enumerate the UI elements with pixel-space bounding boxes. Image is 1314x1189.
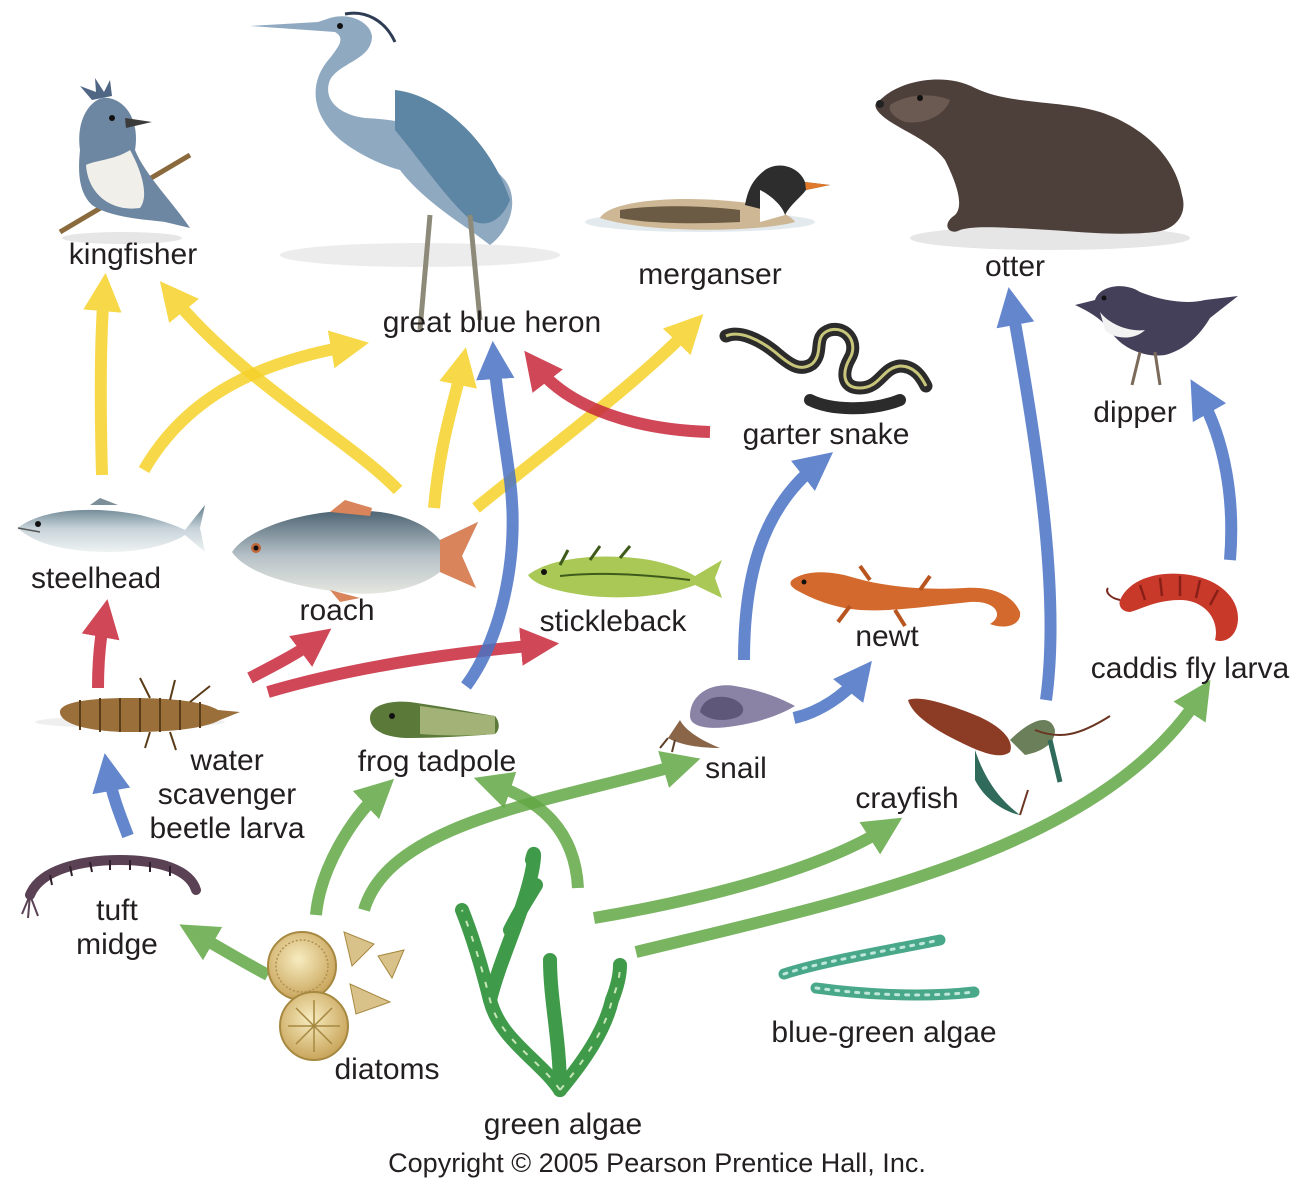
label-water-scavenger-beetle-larva: water scavenger beetle larva (149, 744, 304, 846)
roach-icon (232, 500, 478, 602)
label-kingfisher: kingfisher (68, 238, 198, 271)
label-steelhead: steelhead (30, 562, 162, 595)
stickleback-icon (528, 545, 722, 598)
arrow-midge-to-beetle (92, 753, 134, 839)
arrows (81, 272, 1238, 981)
green-algae-icon (455, 846, 627, 1097)
label-line-midge: midge (76, 928, 158, 961)
crayfish-icon (908, 698, 1111, 816)
arrow-roach-to-kingfisher (159, 281, 403, 495)
arrow-tadpole-to-heron (461, 340, 519, 690)
heron-icon (250, 11, 560, 331)
label-frog-tadpole: frog tadpole (357, 745, 517, 778)
label-dipper: dipper (1093, 396, 1177, 429)
label-tuft-midge: tuft midge (76, 894, 158, 962)
arrow-diatoms-to-snail (358, 751, 701, 912)
diatoms-icon (267, 931, 405, 1061)
arrow-caddis-to-dipper (1190, 379, 1238, 561)
label-stickleback: stickleback (539, 605, 687, 638)
label-green-algae: green algae (483, 1108, 643, 1141)
snail-icon (659, 685, 795, 753)
label-caddis-fly-larva: caddis fly larva (1090, 652, 1290, 685)
label-otter: otter (984, 250, 1046, 283)
beetle-larva-icon (35, 677, 240, 751)
tadpole-icon (370, 701, 499, 738)
merganser-icon (585, 165, 830, 232)
label-diatoms: diatoms (334, 1053, 440, 1086)
label-line-scavenger: scavenger (157, 778, 297, 811)
arrow-steelhead-to-heron (138, 330, 369, 473)
arrow-beetle-to-steelhead (81, 599, 120, 689)
otter-icon (875, 79, 1190, 250)
arrow-snail-to-snake (738, 452, 834, 661)
blue-green-algae-icon (778, 934, 980, 1001)
arrow-beetle-to-roach (247, 628, 332, 684)
arrow-snail-to-newt (792, 660, 872, 724)
arrow-diatoms-to-midge (179, 924, 271, 981)
arrow-algae-to-caddis (634, 679, 1211, 958)
label-garter-snake: garter snake (742, 418, 910, 451)
label-great-blue-heron: great blue heron (382, 306, 602, 339)
label-line-tuft: tuft (96, 894, 138, 927)
newt-icon (790, 564, 1021, 628)
dipper-icon (1075, 286, 1238, 386)
steelhead-icon (17, 498, 205, 552)
caddis-fly-larva-icon (1106, 573, 1238, 642)
label-line-beetle-larva: beetle larva (149, 812, 305, 845)
arrow-crayfish-to-otter (996, 287, 1057, 701)
green-algae-cells (461, 909, 621, 1091)
arrow-diatoms-to-tadpole (310, 778, 395, 916)
label-roach: roach (299, 594, 375, 627)
copyright-notice: Copyright © 2005 Pearson Prentice Hall, … (388, 1148, 926, 1178)
label-merganser: merganser (638, 258, 782, 291)
label-snail: snail (705, 752, 767, 785)
garter-snake-icon (719, 323, 933, 415)
arrow-steelhead-to-kingfisher (83, 272, 122, 476)
label-blue-green-algae: blue-green algae (771, 1016, 997, 1049)
label-newt: newt (855, 620, 919, 653)
label-crayfish: crayfish (855, 782, 959, 815)
arrow-roach-to-heron (428, 347, 477, 509)
kingfisher-icon (58, 78, 192, 244)
label-line-water: water (190, 744, 264, 777)
arrow-algae-to-tadpole (473, 771, 584, 889)
arrow-algae-to-crayfish (592, 817, 903, 924)
arrow-beetle-to-stickleback (266, 627, 560, 698)
arrow-snake-to-heron (524, 350, 711, 438)
tuft-midge-icon (21, 854, 201, 919)
